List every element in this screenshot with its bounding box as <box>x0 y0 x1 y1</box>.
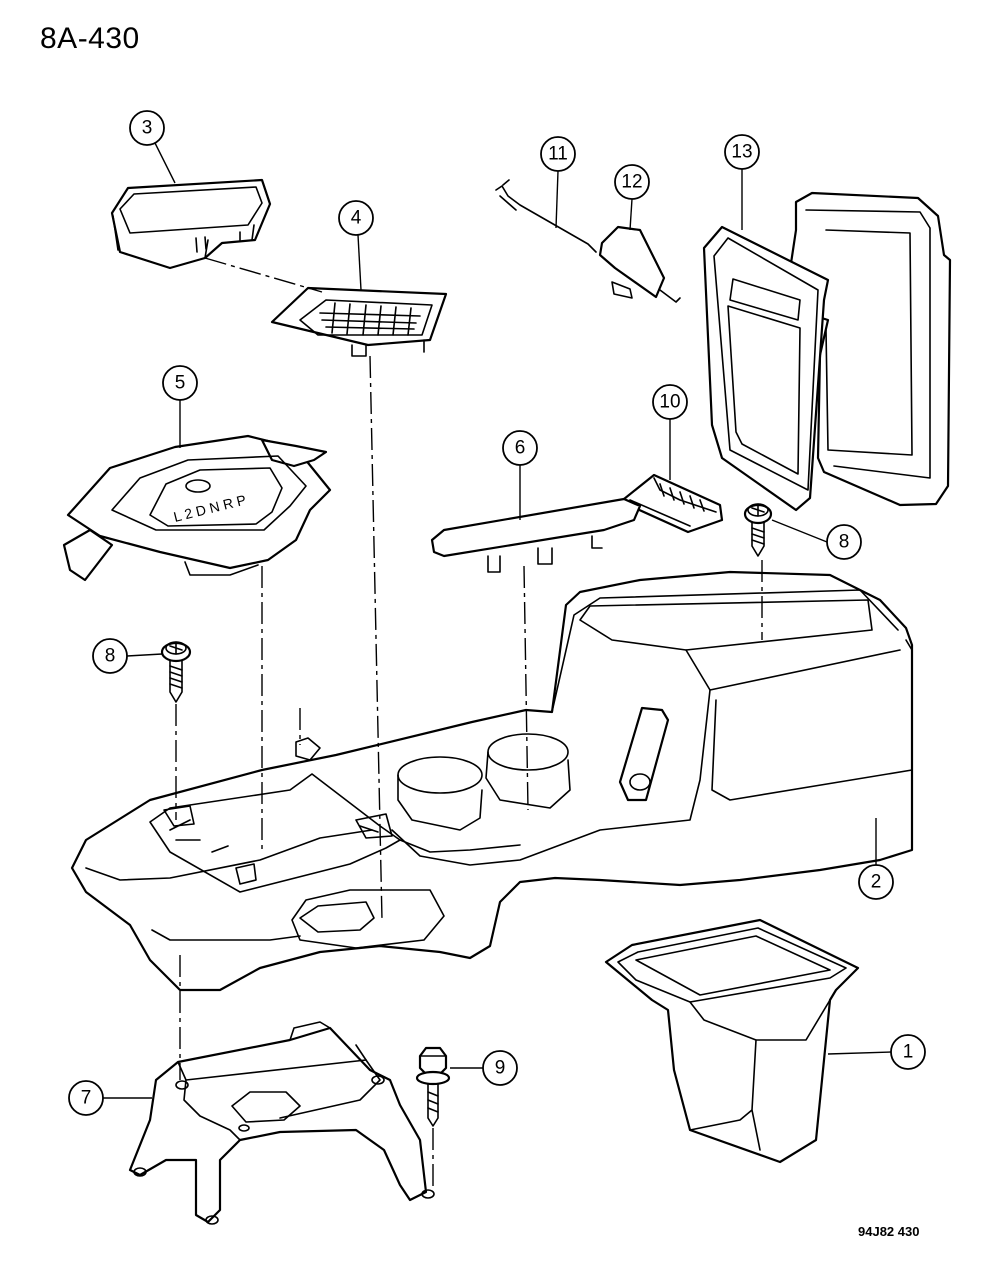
assembly-line-6-console <box>523 565 529 811</box>
part-7-mounting-bracket <box>128 1021 435 1225</box>
callout-11: 11 <box>540 136 576 229</box>
callout-12-label: 12 <box>621 172 642 193</box>
callout-11-label: 11 <box>548 144 568 165</box>
callout-3-label: 3 <box>142 118 153 139</box>
part-5-shifter-bezel: L 2 D N R P <box>62 434 332 582</box>
callout-4-label: 4 <box>351 208 362 229</box>
callout-1: 1 <box>827 1034 926 1070</box>
callout-8-left: 8 <box>92 638 163 674</box>
part-8-screw-left <box>160 641 192 703</box>
callout-10: 10 <box>652 384 688 480</box>
callout-8-right: 8 <box>771 519 862 560</box>
part-4-console-grille <box>270 286 448 357</box>
part-8-screw-upper-right <box>743 503 773 557</box>
part-12-latch <box>598 225 681 303</box>
part-6-cover-plate <box>430 497 642 573</box>
callout-8-left-label: 8 <box>105 646 116 667</box>
callout-10-label: 10 <box>659 392 680 413</box>
callout-6-label: 6 <box>515 438 526 459</box>
part-10-hinge <box>622 473 724 534</box>
assembly-line-4-console <box>369 355 383 921</box>
callout-7-label: 7 <box>81 1088 92 1109</box>
callout-13: 13 <box>724 134 760 230</box>
callout-2-label: 2 <box>871 872 882 893</box>
callout-5-label: 5 <box>175 373 186 394</box>
part-3-storage-tray <box>110 178 272 270</box>
callout-1-label: 1 <box>903 1042 914 1063</box>
callout-8-right-label: 8 <box>839 532 850 553</box>
callout-13-label: 13 <box>731 142 752 163</box>
part-11-wire-rod <box>495 179 597 253</box>
callout-9-label: 9 <box>495 1058 506 1079</box>
callout-12: 12 <box>614 164 650 231</box>
assembly-line-3-4 <box>204 257 323 293</box>
page-title: 8A-430 <box>40 22 140 55</box>
callout-2: 2 <box>858 818 894 900</box>
part-1-storage-bin <box>604 918 860 1164</box>
part-2-floor-console <box>70 570 914 992</box>
drawing-reference-code: 94J82 430 <box>858 1224 920 1239</box>
callout-6: 6 <box>502 430 538 520</box>
callout-9: 9 <box>450 1050 518 1086</box>
assembly-lines <box>175 257 763 1190</box>
callout-5: 5 <box>162 365 198 448</box>
callout-4: 4 <box>338 200 374 291</box>
part-13-armrest-lid <box>702 191 952 512</box>
callout-7: 7 <box>68 1080 152 1116</box>
callout-3: 3 <box>129 110 176 184</box>
part-9-bolt <box>415 1046 451 1127</box>
